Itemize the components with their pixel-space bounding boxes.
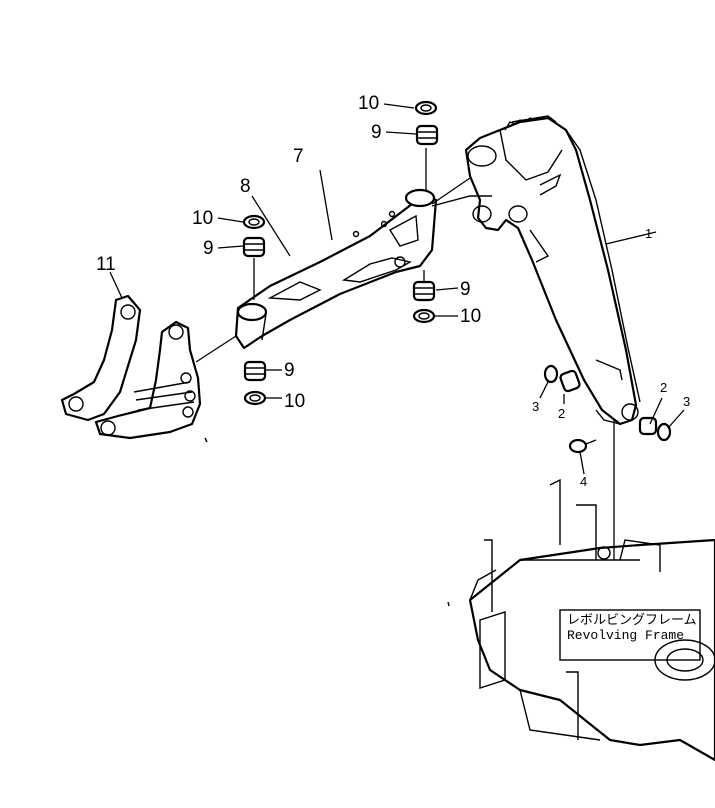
seal-3-left — [543, 364, 559, 384]
seal-10-left — [242, 214, 266, 230]
arm — [234, 188, 492, 350]
leader-11 — [109, 271, 123, 299]
seal-10-top — [414, 100, 438, 116]
leader-2-right — [649, 397, 663, 425]
callout-1: 1 — [645, 226, 652, 241]
frame-label-japanese: レボルビングフレーム — [567, 613, 697, 628]
boom-to-arm-line — [431, 177, 471, 205]
leader-10-top — [383, 103, 415, 109]
callout-9-left: 9 — [203, 238, 214, 259]
boom — [464, 115, 641, 426]
stray-mark — [204, 437, 208, 443]
bushing-9-top — [415, 124, 439, 146]
callout-8: 8 — [240, 176, 251, 197]
leader-1 — [605, 231, 657, 245]
callout-11: 11 — [96, 254, 116, 275]
stray-mark-2 — [447, 601, 450, 607]
callout-10-right: 10 — [460, 306, 481, 327]
seal-3-right — [656, 422, 672, 442]
bushing-9-left — [242, 236, 266, 258]
bushing-9-right — [412, 280, 436, 302]
callout-9-right: 9 — [460, 279, 471, 300]
leader-3-right — [667, 409, 685, 429]
leader-7 — [319, 169, 333, 241]
callout-10-bottom: 10 — [284, 391, 305, 412]
leader-8 — [251, 195, 291, 257]
leader-3-left — [539, 381, 549, 399]
frame-label: レボルビングフレーム Revolving Frame — [567, 613, 697, 643]
bushing-2-right — [638, 416, 658, 436]
leader-4 — [579, 451, 585, 475]
bushing-2-left — [559, 369, 581, 393]
callout-10-top: 10 — [358, 93, 379, 114]
leader-9-top — [385, 131, 417, 135]
callout-3-left: 3 — [532, 399, 539, 414]
revolving-frame — [468, 478, 715, 762]
callout-10-left: 10 — [192, 208, 213, 229]
bushing-9-bottom — [243, 360, 267, 382]
callout-2-left: 2 — [558, 406, 565, 421]
leader-10-left — [217, 217, 244, 223]
callout-9-bottom: 9 — [284, 360, 295, 381]
callout-7: 7 — [293, 146, 304, 167]
grease-fitting-4 — [568, 438, 597, 454]
callout-3-right: 3 — [683, 394, 690, 409]
frame-label-english: Revolving Frame — [567, 628, 684, 643]
callout-2-right: 2 — [660, 380, 667, 395]
bracket-to-arm-line — [195, 335, 237, 363]
seal-10-bottom — [243, 390, 267, 406]
seal-10-right — [412, 308, 436, 324]
callout-4: 4 — [580, 474, 587, 489]
leader-9-right — [435, 287, 459, 291]
bracket-assembly — [60, 294, 202, 440]
leader-9-left — [217, 245, 244, 249]
callout-9-top: 9 — [371, 122, 382, 143]
